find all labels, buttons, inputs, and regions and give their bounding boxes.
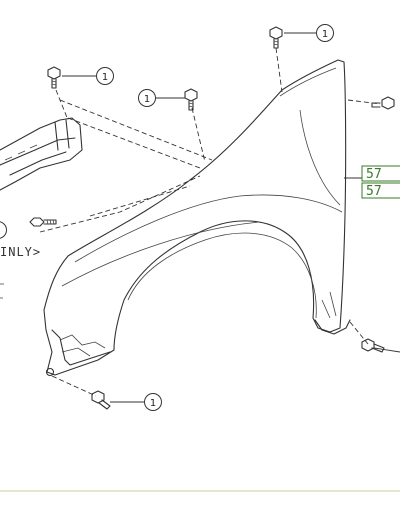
callout-left-partial [0,221,7,239]
callout-leaders [0,32,400,403]
variant-note: INLY> [0,245,41,259]
callout-top-left: 1 [96,67,114,85]
callout-bottom: 1 [144,393,162,411]
callout-number: 1 [144,94,150,105]
callout-middle: 1 [138,89,156,107]
bolt-top-right [269,26,283,49]
bolt-right [371,96,395,110]
fender-bracket [0,117,83,191]
bolt-lower-right [361,338,385,353]
part-number-2: 57 [366,184,382,199]
callout-top-right: 1 [316,24,334,42]
bolt-left-horizontal [29,217,57,227]
part-number-labels: 57 57 [361,165,400,199]
callout-number: 1 [322,29,328,40]
bolt-top-left [47,66,61,89]
callout-number: 1 [102,72,108,83]
callout-number: 1 [150,398,156,409]
part-number-1: 57 [366,167,382,182]
front-fender-panel [43,59,351,377]
bolt-middle [184,88,198,111]
bolt-bottom [91,390,111,410]
guide-lines [39,47,381,397]
